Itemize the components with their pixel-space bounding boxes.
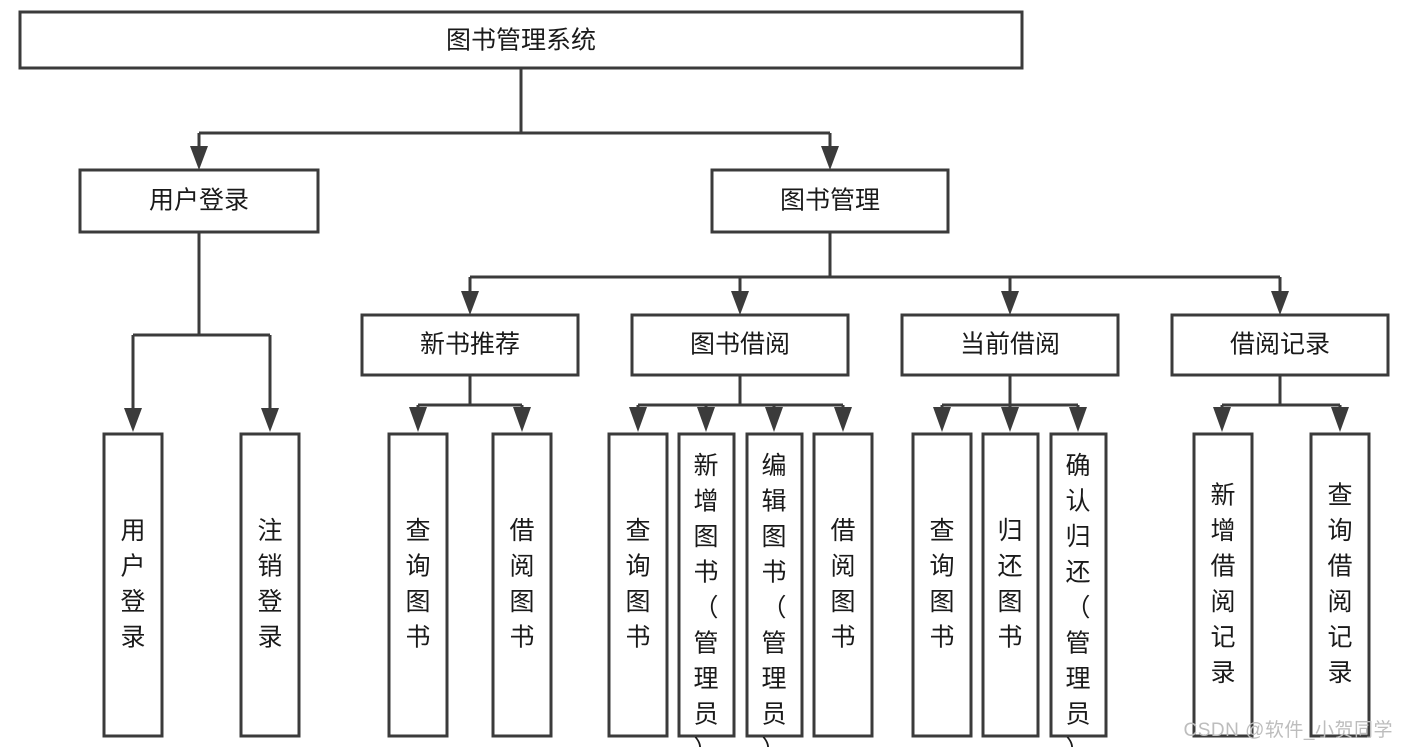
- node-leaf-query-record-box[interactable]: [1309, 432, 1371, 738]
- arrowhead-leaf-edit-book: [765, 407, 783, 432]
- node-leaf-borrow-book-2-box[interactable]: [812, 432, 874, 738]
- arrowhead-book-borrow: [731, 291, 749, 315]
- node-leaf-confirm-return-box[interactable]: [1049, 432, 1108, 738]
- node-new-book-recommend-label: 新书推荐: [420, 331, 520, 359]
- arrowhead-leaf-user-logout: [261, 408, 279, 432]
- node-leaf-query-book-2-label: 查询图书: [625, 517, 650, 652]
- arrowhead-new-book-recommend: [461, 291, 479, 315]
- node-borrow-record-label: 借阅记录: [1230, 331, 1330, 359]
- node-book-borrow-box[interactable]: [630, 313, 850, 377]
- node-leaf-query-record-label: 查询借阅记录: [1327, 481, 1352, 687]
- node-book-borrow[interactable]: 图书借阅: [630, 313, 850, 377]
- node-leaf-user-login-box[interactable]: [102, 432, 164, 738]
- node-leaf-user-logout-box[interactable]: [239, 432, 301, 738]
- connector-layer: [124, 68, 1349, 432]
- node-leaf-user-logout-label: 注销登录: [257, 517, 282, 652]
- arrowhead-leaf-confirm-return: [1069, 407, 1087, 432]
- node-book-management[interactable]: 图书管理: [710, 168, 950, 234]
- node-leaf-confirm-return[interactable]: 确认归还（管理员）: [1049, 432, 1108, 747]
- node-leaf-query-book-2[interactable]: 查询图书: [607, 432, 669, 738]
- node-user-login-label: 用户登录: [149, 187, 249, 215]
- arrowhead-leaf-borrow-book-1: [513, 407, 531, 432]
- node-leaf-query-record[interactable]: 查询借阅记录: [1309, 432, 1371, 738]
- arrowhead-borrow-record: [1271, 291, 1289, 315]
- node-borrow-record-box[interactable]: [1170, 313, 1390, 377]
- arrowhead-leaf-return-book: [1001, 407, 1019, 432]
- node-leaf-add-book[interactable]: 新增图书（管理员）: [677, 432, 736, 747]
- arrowhead-current-borrow: [1001, 291, 1019, 315]
- node-leaf-add-record-label: 新增借阅记录: [1210, 481, 1235, 687]
- node-user-login-box[interactable]: [78, 168, 320, 234]
- node-leaf-query-book-3-box[interactable]: [911, 432, 973, 738]
- arrowhead-leaf-add-record: [1213, 407, 1231, 432]
- node-borrow-record[interactable]: 借阅记录: [1170, 313, 1390, 377]
- node-leaf-query-book-2-box[interactable]: [607, 432, 669, 738]
- node-leaf-borrow-book-2[interactable]: 借阅图书: [812, 432, 874, 738]
- arrowhead-leaf-query-book-1: [409, 407, 427, 432]
- node-leaf-borrow-book-1-label: 借阅图书: [509, 517, 534, 652]
- arrowhead-user-login: [190, 146, 208, 170]
- node-new-book-recommend[interactable]: 新书推荐: [360, 313, 580, 377]
- node-new-book-recommend-box[interactable]: [360, 313, 580, 377]
- node-book-management-box[interactable]: [710, 168, 950, 234]
- node-leaf-edit-book-box[interactable]: [745, 432, 804, 738]
- node-leaf-edit-book-label: 编辑图书（管理员）: [761, 452, 786, 747]
- node-user-login[interactable]: 用户登录: [78, 168, 320, 234]
- node-leaf-add-record[interactable]: 新增借阅记录: [1192, 432, 1254, 738]
- node-book-management-label: 图书管理: [780, 187, 880, 215]
- node-leaf-add-book-label: 新增图书（管理员）: [693, 452, 718, 747]
- node-current-borrow-label: 当前借阅: [960, 331, 1060, 359]
- node-leaf-add-book-box[interactable]: [677, 432, 736, 738]
- arrowhead-leaf-query-book-2: [629, 407, 647, 432]
- node-leaf-user-login-label: 用户登录: [120, 517, 145, 652]
- node-leaf-return-book-box[interactable]: [981, 432, 1040, 738]
- node-leaf-query-book-3-label: 查询图书: [929, 517, 954, 652]
- node-leaf-borrow-book-1[interactable]: 借阅图书: [491, 432, 553, 738]
- node-leaf-borrow-book-2-label: 借阅图书: [830, 517, 855, 652]
- node-leaf-query-book-3[interactable]: 查询图书: [911, 432, 973, 738]
- node-leaf-confirm-return-label: 确认归还（管理员）: [1065, 452, 1090, 747]
- node-book-borrow-label: 图书借阅: [690, 331, 790, 359]
- node-leaf-return-book-label: 归还图书: [997, 517, 1022, 652]
- node-leaf-return-book[interactable]: 归还图书: [981, 432, 1040, 738]
- csdn-watermark: CSDN @软件_小贺同学: [1183, 720, 1393, 741]
- arrowhead-leaf-user-login: [124, 408, 142, 432]
- node-leaf-user-login[interactable]: 用户登录: [102, 432, 164, 738]
- arrowhead-leaf-query-book-3: [933, 407, 951, 432]
- node-leaf-borrow-book-1-box[interactable]: [491, 432, 553, 738]
- arrowhead-book-management: [821, 146, 839, 170]
- node-current-borrow-box[interactable]: [900, 313, 1120, 377]
- node-leaf-edit-book[interactable]: 编辑图书（管理员）: [745, 432, 804, 747]
- node-leaf-user-logout[interactable]: 注销登录: [239, 432, 301, 738]
- node-system-root-box[interactable]: [18, 10, 1024, 70]
- arrowhead-leaf-borrow-book-2: [834, 407, 852, 432]
- node-system-root-label: 图书管理系统: [446, 27, 596, 55]
- node-leaf-query-book-1[interactable]: 查询图书: [387, 432, 449, 738]
- node-leaf-add-record-box[interactable]: [1192, 432, 1254, 738]
- arrowhead-leaf-add-book: [697, 407, 715, 432]
- node-system-root[interactable]: 图书管理系统: [18, 10, 1024, 70]
- arrowhead-leaf-query-record: [1331, 407, 1349, 432]
- node-leaf-query-book-1-box[interactable]: [387, 432, 449, 738]
- node-leaf-query-book-1-label: 查询图书: [405, 517, 430, 652]
- node-current-borrow[interactable]: 当前借阅: [900, 313, 1120, 377]
